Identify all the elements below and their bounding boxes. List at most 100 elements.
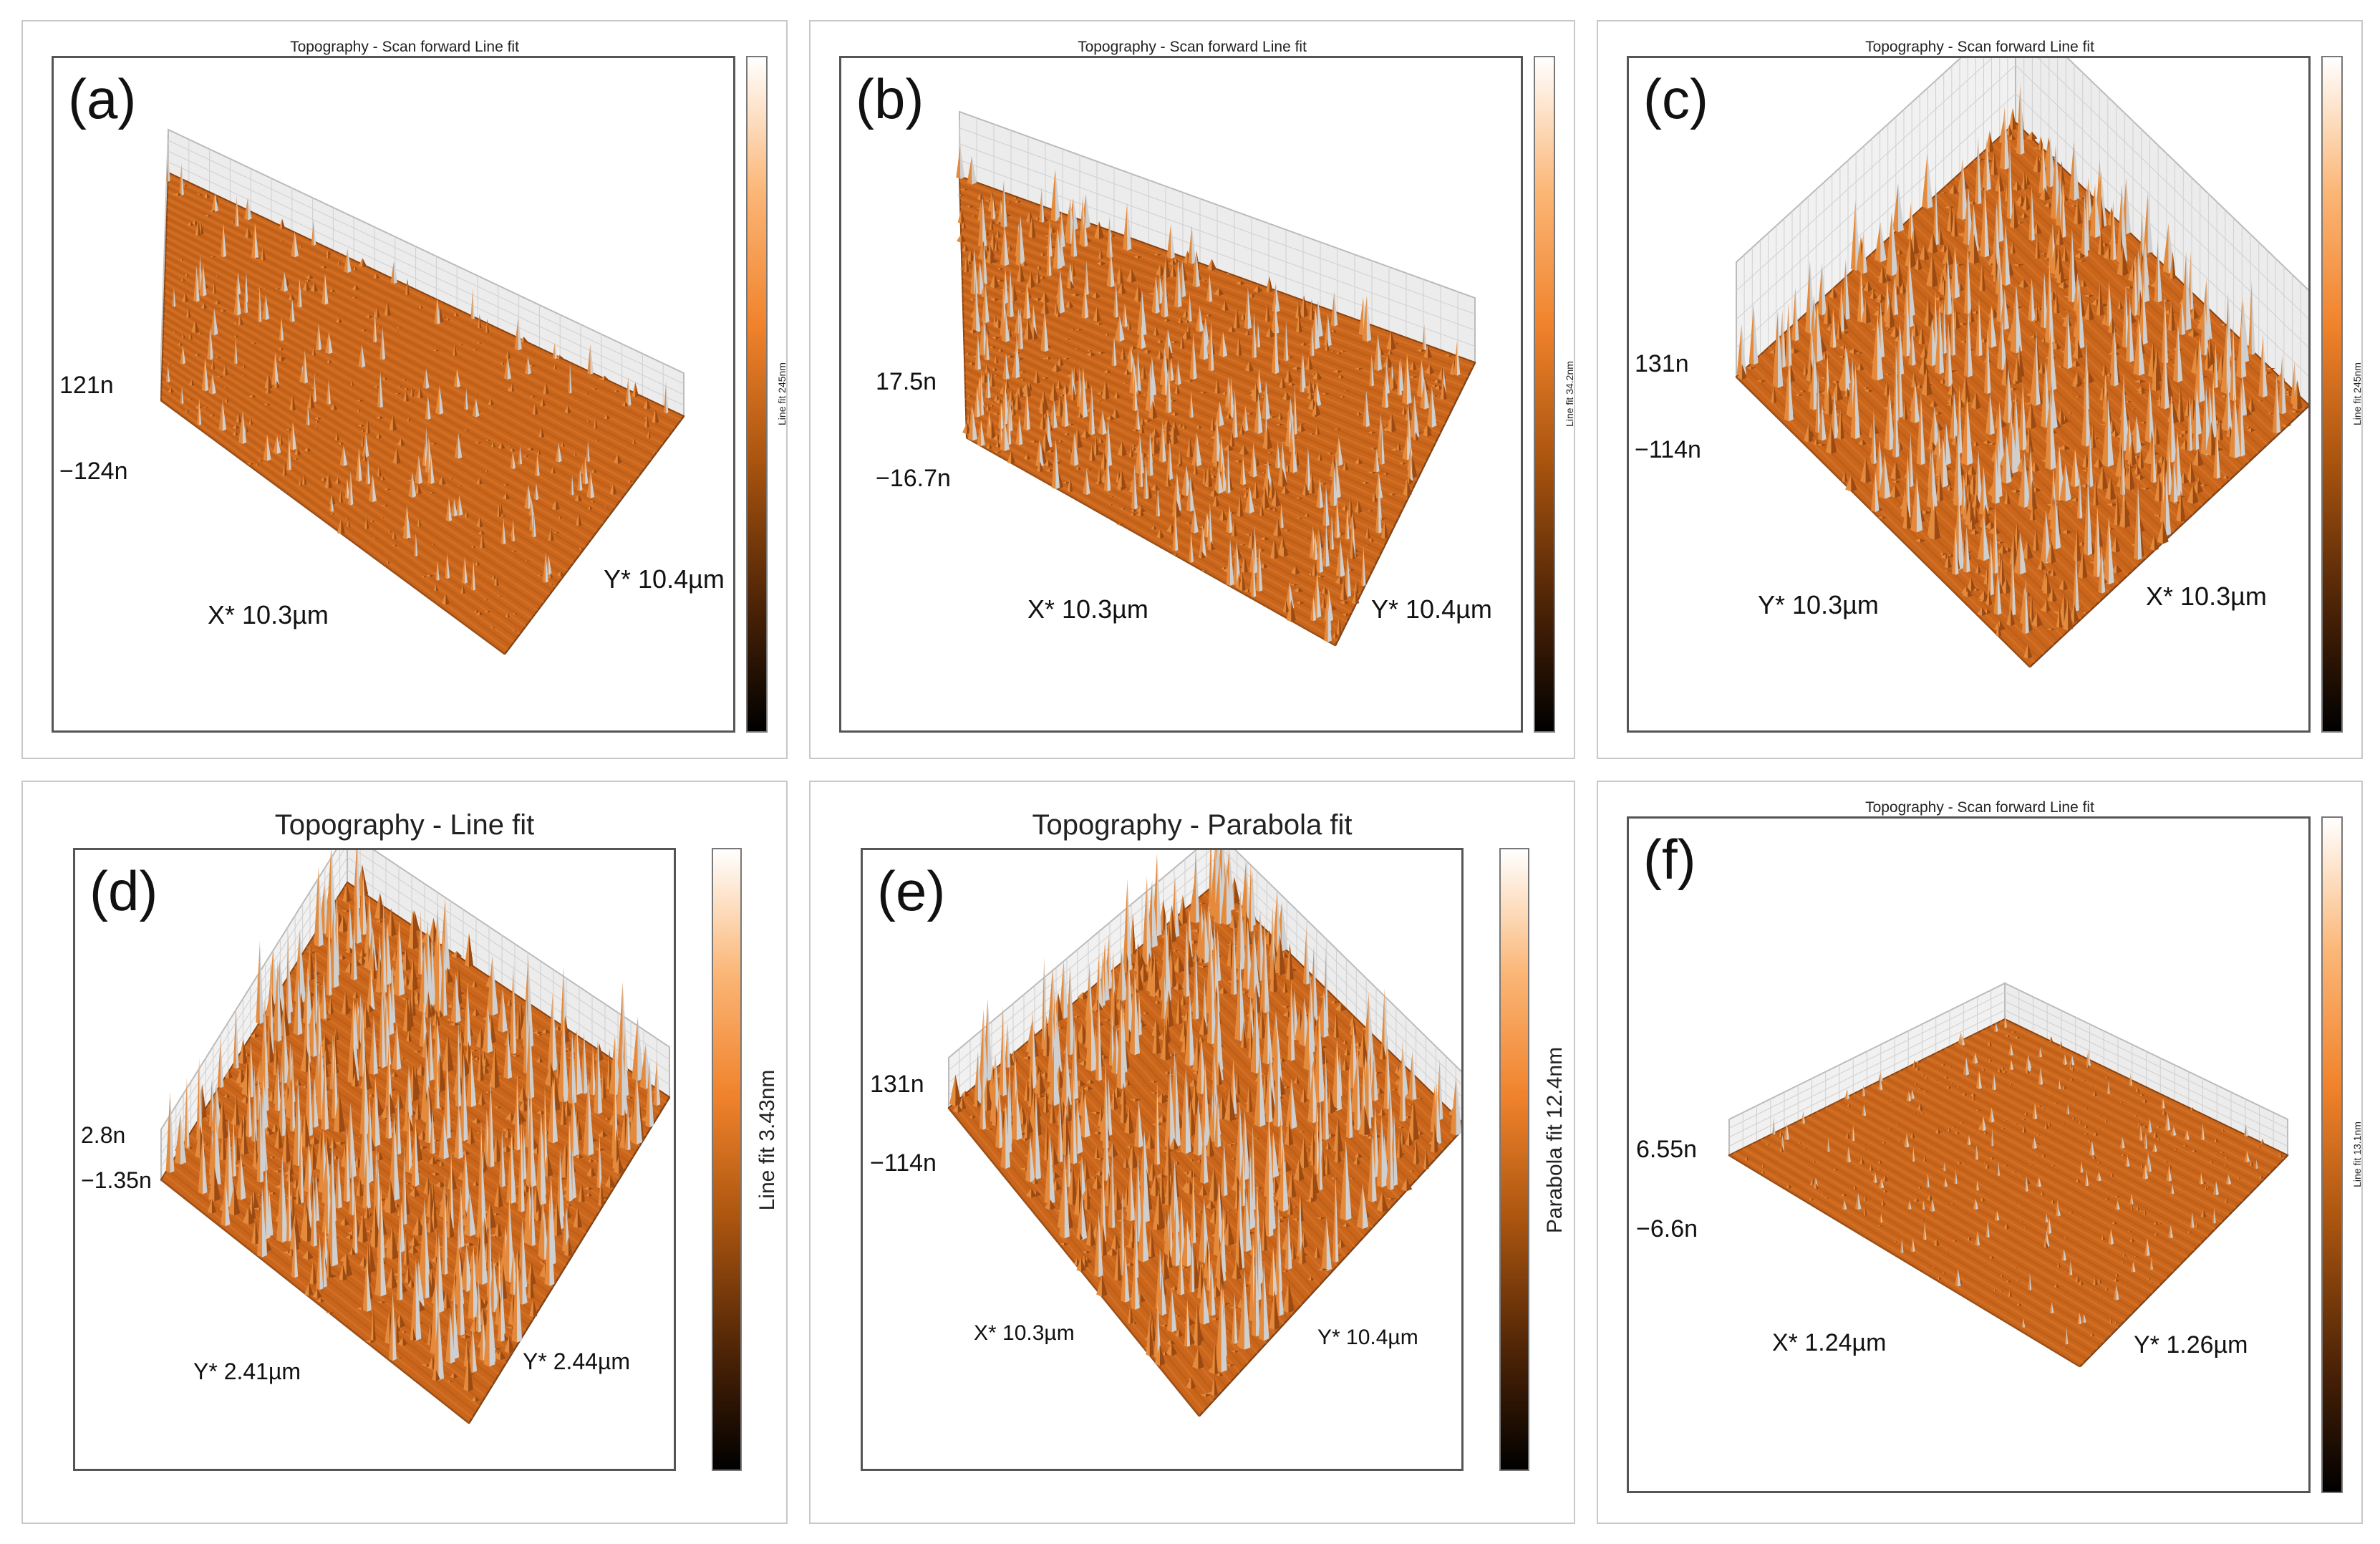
surface-peak-shade — [479, 314, 482, 329]
surface-peak — [222, 362, 226, 376]
surface-peak — [1951, 435, 1956, 446]
surface-peak-shade — [1413, 376, 1419, 379]
surface-peak-shade — [2031, 277, 2036, 322]
surface-peak — [464, 387, 467, 410]
surface-peak — [2015, 204, 2021, 207]
surface-peak — [1135, 433, 1140, 475]
surface-peak — [2053, 443, 2059, 501]
surface-texture — [163, 300, 584, 552]
surface-peak — [1380, 520, 1385, 539]
surface-peak-shade — [2027, 540, 2033, 560]
surface-peak — [2187, 483, 2193, 504]
surface-peak — [2111, 429, 2116, 438]
surface-peak — [1123, 203, 1128, 251]
surface-peak-shade — [382, 327, 386, 360]
surface-peak — [2125, 296, 2130, 362]
surface-peak — [1825, 423, 1832, 455]
surface-peak — [1239, 455, 1243, 486]
surface-peak-shade — [1191, 478, 1195, 491]
surface-peak — [1098, 246, 1101, 260]
surface-peak — [397, 386, 400, 387]
surface-peak-shade — [478, 441, 483, 444]
surface-peak-shade — [1142, 417, 1146, 426]
surface-peak — [1993, 250, 1996, 283]
surface-peak — [337, 260, 339, 266]
surface-peak-shade — [2065, 245, 2069, 262]
surface-peak — [1824, 350, 1827, 410]
surface-peak-shade — [1327, 338, 1330, 352]
surface-peak — [1362, 295, 1367, 342]
surface-peak — [187, 398, 190, 400]
surface-peak-shade — [334, 403, 338, 411]
surface-peak-shade — [1168, 483, 1173, 487]
surface-peak — [2162, 223, 2169, 274]
surface-peak — [1894, 261, 1899, 288]
surface-peak — [1363, 390, 1367, 428]
surface-peak-shade — [1333, 462, 1337, 507]
surface-peak — [2096, 283, 2101, 317]
surface-peak — [992, 434, 998, 441]
surface-peak-shade — [1043, 252, 1046, 256]
surface-peak — [538, 574, 541, 576]
surface-peak — [2236, 320, 2242, 379]
surface-peak — [1453, 340, 1457, 376]
surface-peak-shade — [2008, 546, 2013, 553]
surface-peak — [1343, 390, 1347, 392]
surface-peak-shade — [1098, 481, 1103, 485]
surface-peak — [2139, 487, 2146, 491]
surface-peak-shade — [1000, 279, 1005, 282]
surface-peak-shade — [2051, 628, 2056, 631]
surface-peak-shade — [972, 362, 976, 366]
surface-peak — [1908, 327, 1912, 366]
surface-peak — [1183, 251, 1188, 264]
surface-peak — [1023, 281, 1027, 319]
surface-peak — [2154, 474, 2159, 503]
surface-peak — [179, 163, 182, 196]
surface-peak-shade — [2190, 250, 2194, 310]
surface-peak-shade — [1751, 367, 1757, 370]
surface-peak-shade — [242, 410, 247, 445]
surface-peak-shade — [606, 506, 609, 508]
surface-peak — [2077, 260, 2082, 263]
surface-peak — [470, 545, 474, 549]
surface-peak-shade — [1003, 180, 1007, 228]
surface-peak-shade — [479, 342, 483, 344]
surface-peak — [609, 482, 614, 496]
surface-peak — [1219, 509, 1223, 521]
surface-peak-shade — [284, 460, 287, 476]
surface-peak — [2093, 477, 2096, 506]
surface-peak-shade — [992, 405, 995, 407]
surface-peak — [1994, 409, 1998, 429]
surface-peak-shade — [433, 544, 435, 546]
surface — [160, 156, 685, 655]
surface-peak — [2212, 342, 2216, 388]
surface-peak — [1383, 427, 1388, 432]
surface-peak-shade — [2297, 380, 2303, 410]
surface-peak — [1284, 368, 1289, 383]
surface-peak-shade — [2061, 271, 2066, 284]
grid-line — [2015, 64, 2308, 348]
surface-peak-shade — [2037, 231, 2041, 259]
surface-peak-shade — [1331, 626, 1335, 628]
surface-peak — [1271, 324, 1276, 375]
surface-peak-shade — [1940, 226, 1944, 246]
surface-peak-shade — [314, 374, 316, 402]
surface-peak — [1319, 592, 1322, 594]
surface-peak — [1138, 423, 1142, 434]
surface-peak — [578, 547, 581, 551]
surface-texture — [162, 346, 548, 599]
surface-peak-shade — [666, 380, 669, 414]
grid-line — [2037, 58, 2308, 319]
surface-peak — [1940, 554, 1946, 559]
surface-peak-shade — [1914, 226, 1920, 255]
surface-peak — [1096, 351, 1101, 354]
surface-peak-shade — [1108, 419, 1113, 467]
surface-peak-shade — [2031, 131, 2038, 141]
surface-peak-shade — [1153, 525, 1157, 531]
surface-peak-shade — [1030, 271, 1035, 289]
surface-peak — [1014, 308, 1019, 334]
surface-peak — [2054, 247, 2059, 280]
surface-peak — [998, 419, 1001, 445]
surface-peak-shade — [1010, 399, 1013, 432]
surface-peak-shade — [2032, 479, 2038, 511]
